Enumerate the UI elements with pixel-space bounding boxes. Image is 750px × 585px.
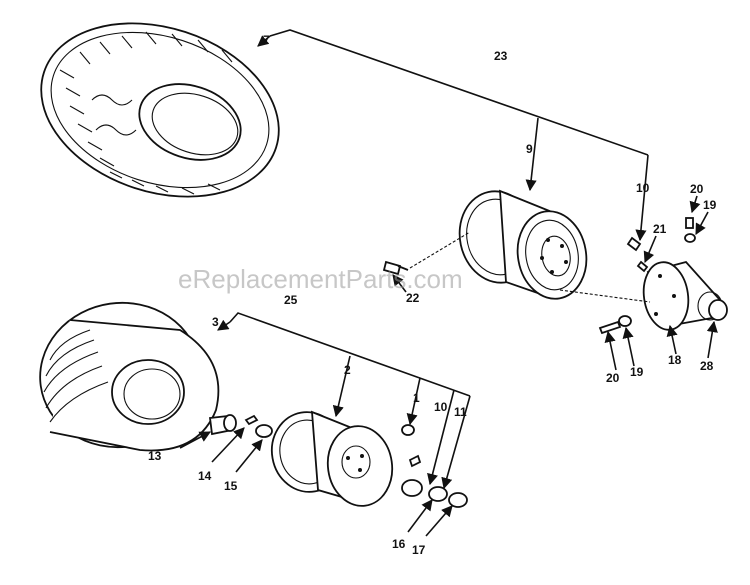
- callout-1: 1: [413, 391, 420, 405]
- callout-28: 28: [700, 359, 714, 373]
- callout-11: 11: [454, 405, 467, 419]
- callout-10-rear: 10: [636, 181, 650, 195]
- callout-2: 2: [344, 363, 351, 377]
- watermark: eReplacementParts.com: [178, 264, 463, 294]
- small-hardware-front: [208, 414, 468, 508]
- rear-tire: [40, 22, 280, 198]
- callout-20-rear-bottom: 20: [606, 371, 620, 385]
- callout-10-front: 10: [434, 400, 448, 414]
- callout-13: 13: [148, 449, 162, 463]
- callout-19-rear-bottom: 19: [630, 365, 644, 379]
- front-leader-lines: [179, 312, 471, 537]
- rear-hub: [642, 260, 728, 331]
- callout-23: 23: [494, 49, 508, 63]
- callout-21: 21: [653, 222, 667, 236]
- small-hardware-rear: [382, 217, 696, 335]
- front-wheel-rim: [270, 410, 394, 507]
- rear-leader-lines: [257, 29, 718, 371]
- callout-3: 3: [212, 315, 219, 329]
- callout-22: 22: [406, 291, 420, 305]
- rear-wheel-rim: [458, 189, 588, 300]
- callout-25: 25: [284, 293, 298, 307]
- callout-18: 18: [668, 353, 682, 367]
- callout-16: 16: [392, 537, 406, 551]
- callout-20-rear-top: 20: [690, 182, 704, 196]
- front-tire: [39, 301, 220, 452]
- callout-9: 9: [526, 142, 533, 156]
- callout-14: 14: [198, 469, 212, 483]
- callout-19-rear-top: 19: [703, 198, 717, 212]
- callout-17: 17: [412, 543, 426, 557]
- tread-pattern: [59, 31, 233, 195]
- callout-labels: 7 23 9 10 20 19 21 22 20 19 18 28 25 3 2…: [148, 33, 717, 557]
- callout-7: 7: [263, 33, 270, 47]
- callout-15: 15: [224, 479, 238, 493]
